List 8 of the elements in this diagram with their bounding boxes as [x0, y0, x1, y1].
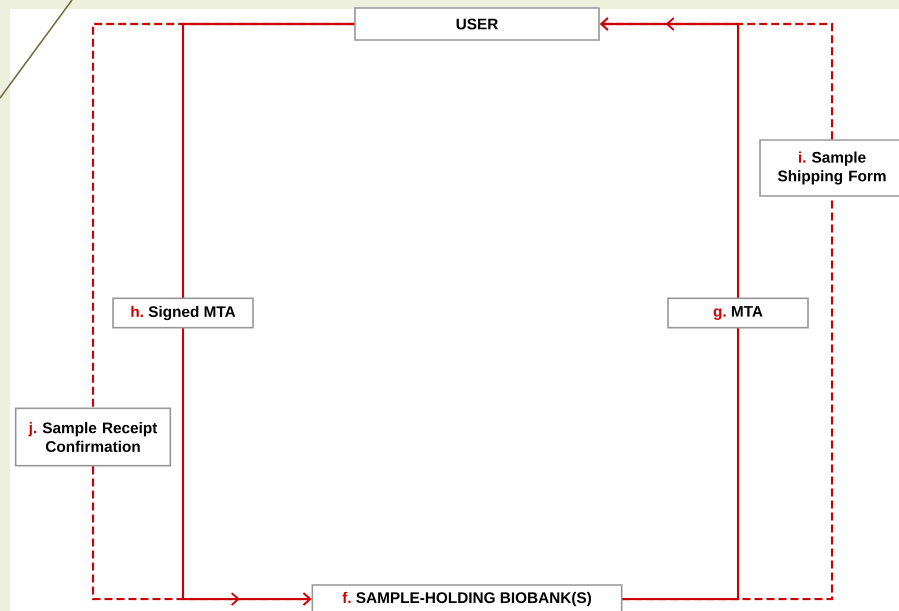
label-box: g. MTA [667, 298, 809, 328]
label-box: f. SAMPLE-HOLDING BIOBANK(S) [312, 584, 622, 611]
arrow [600, 17, 740, 298]
label-box: j. Sample Receipt Confirmation [14, 408, 172, 466]
arrow [182, 328, 312, 606]
label-box: h. Signed MTA [112, 298, 254, 328]
label-box: i. Sample Shipping Form [759, 139, 899, 197]
label-box: USER [354, 7, 600, 41]
